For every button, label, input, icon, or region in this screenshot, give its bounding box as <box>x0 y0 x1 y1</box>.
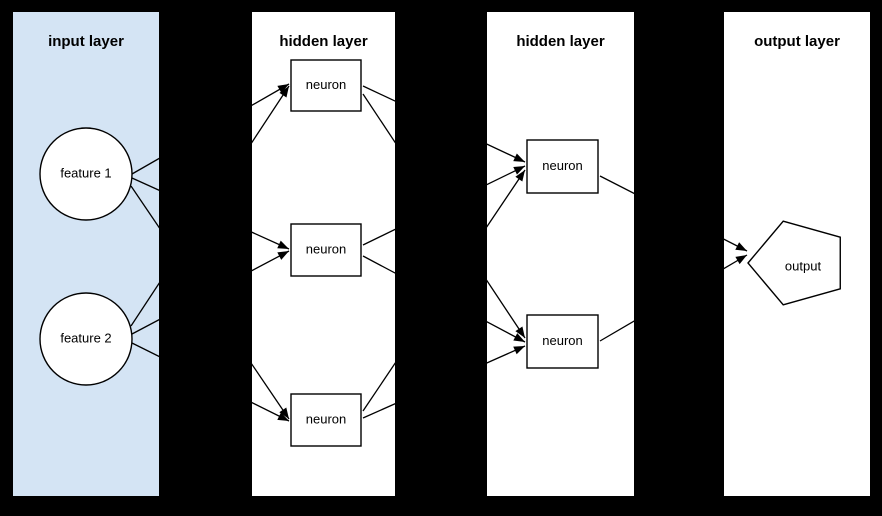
layer-title-output-layer: output layer <box>754 33 840 50</box>
layer-panel-hidden-layer-2: hidden layer <box>487 12 634 496</box>
layer-panel-output-layer: output layer <box>724 12 870 496</box>
layer-panel-gap-3 <box>634 0 724 516</box>
layer-panel-input-layer: input layer <box>13 12 159 496</box>
layer-title-hidden-layer-1: hidden layer <box>279 33 368 50</box>
layer-title-input-layer: input layer <box>48 33 124 50</box>
layer-panel-gap-2 <box>395 0 487 516</box>
layer-panel-hidden-layer-1: hidden layer <box>252 12 395 496</box>
layer-panel-gap-1 <box>159 0 252 516</box>
layer-title-hidden-layer-2: hidden layer <box>516 33 605 50</box>
